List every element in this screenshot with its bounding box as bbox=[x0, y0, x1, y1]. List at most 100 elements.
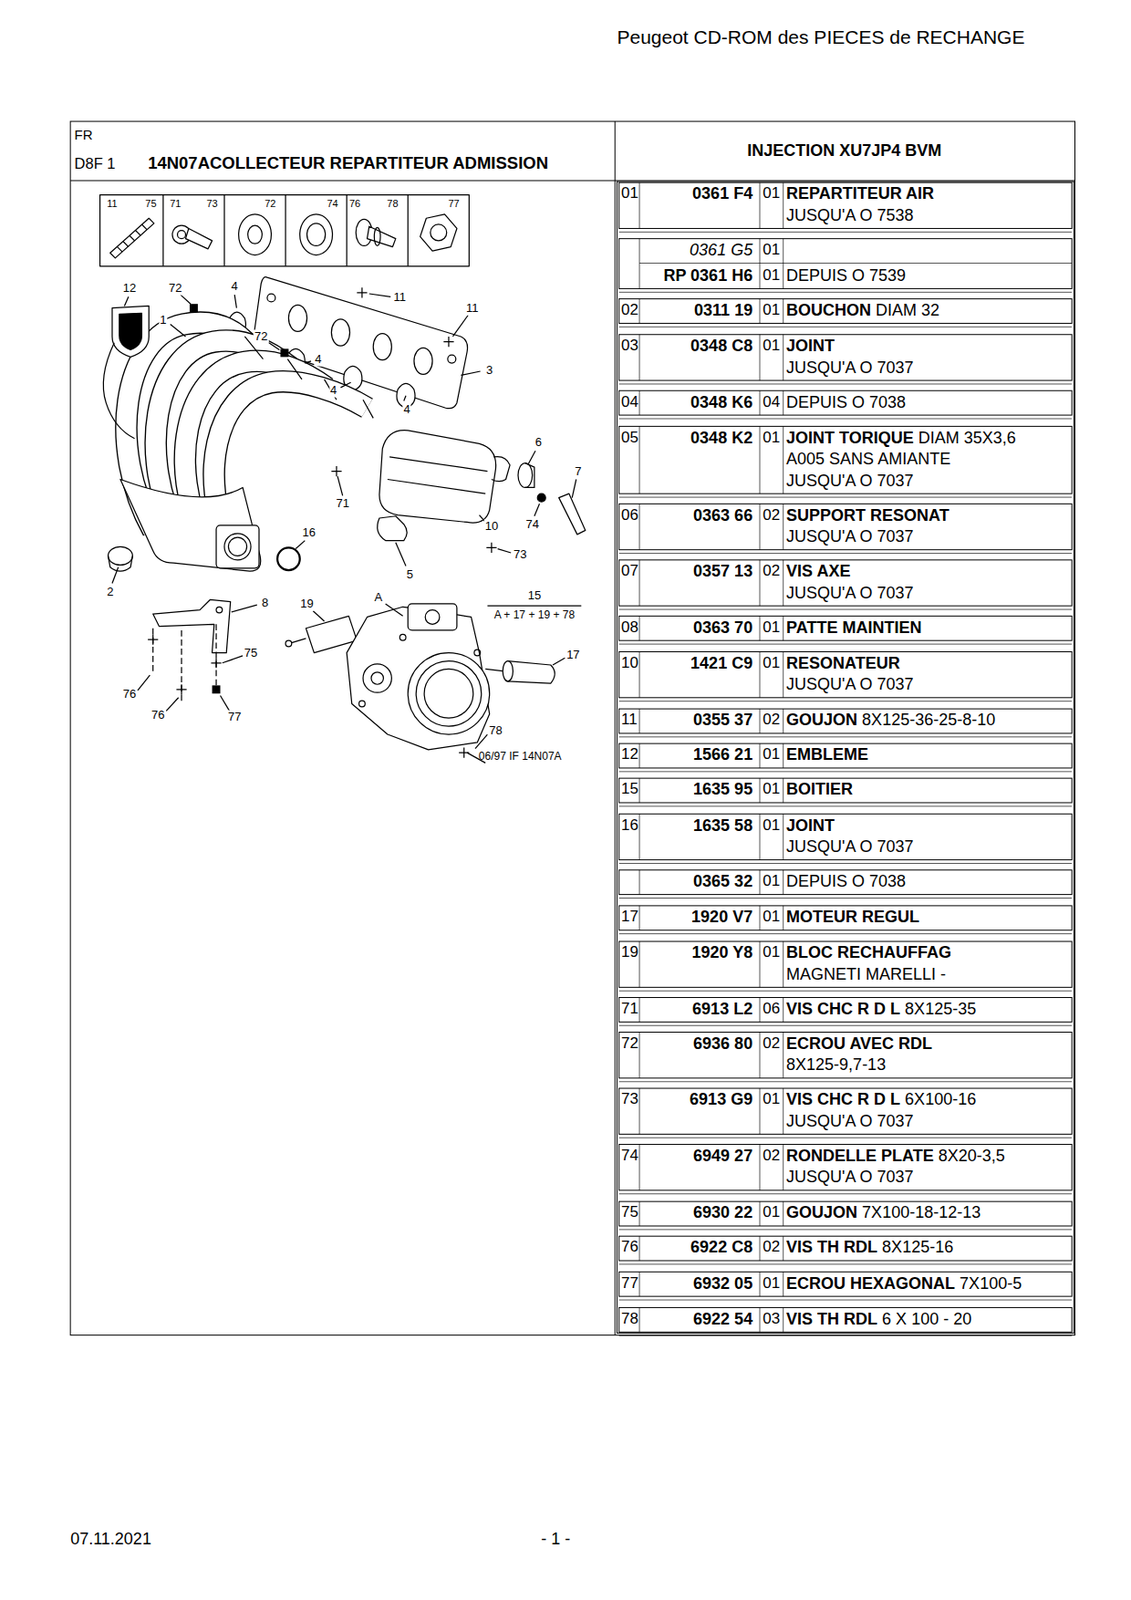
part-detail: 8X125-36-25-8-10 bbox=[861, 710, 996, 729]
part-detail: 8X20-3,5 bbox=[938, 1146, 1006, 1165]
table-row bbox=[619, 813, 1072, 863]
group-note: A + 17 + 19 + 78 bbox=[493, 609, 576, 623]
section-code: D8F 1 bbox=[74, 154, 116, 172]
callout-number: 4 bbox=[313, 352, 322, 366]
table-row bbox=[619, 334, 1072, 384]
part-name: BOUCHON bbox=[786, 300, 872, 320]
quantity: 02 bbox=[762, 709, 780, 730]
callout-number: 16 bbox=[301, 525, 317, 540]
quantity: 01 bbox=[762, 1273, 780, 1294]
part-number: 6932 05 bbox=[640, 1273, 753, 1294]
description-line: SUPPORT RESONAT bbox=[786, 505, 950, 526]
description-line: GOUJON8X125-36-25-8-10 bbox=[786, 709, 996, 730]
quantity: 02 bbox=[762, 1145, 780, 1166]
part-name: ECROU HEXAGONAL bbox=[786, 1274, 955, 1293]
table-row bbox=[619, 997, 1072, 1027]
table-row bbox=[619, 425, 1072, 498]
part-number: 0361 F4 bbox=[640, 183, 753, 204]
item-index: 76 bbox=[621, 1236, 639, 1257]
part-number: 0311 19 bbox=[640, 300, 753, 321]
part-name: VIS AXE bbox=[786, 561, 851, 581]
table-row bbox=[619, 1307, 1072, 1336]
table-row bbox=[619, 1235, 1072, 1265]
quantity: 03 bbox=[762, 1308, 780, 1329]
language-code: FR bbox=[74, 126, 94, 143]
description-line: JUSQU'A O 7037 bbox=[786, 582, 914, 603]
part-name: VIS CHC R D L bbox=[786, 1089, 901, 1109]
part-number: RP 0361 H6 bbox=[640, 265, 753, 286]
page-header: Peugeot CD-ROM des PIECES de RECHANGE bbox=[616, 26, 1025, 49]
item-index: 03 bbox=[621, 335, 639, 356]
callout-number: 7 bbox=[573, 464, 582, 478]
part-name: VIS CHC R D L bbox=[786, 999, 901, 1018]
item-index: 10 bbox=[621, 653, 639, 674]
part-detail: DIAM 35X3,6 bbox=[918, 428, 1017, 447]
table-row bbox=[619, 1088, 1072, 1138]
table-row bbox=[619, 1271, 1072, 1300]
description-line: JUSQU'A O 7037 bbox=[786, 836, 914, 857]
part-name: RESONATEUR bbox=[786, 653, 901, 673]
part-number: 6913 G9 bbox=[640, 1089, 753, 1110]
quantity: 02 bbox=[762, 505, 780, 526]
subrow-divider bbox=[639, 262, 1072, 264]
item-index: 16 bbox=[621, 815, 639, 836]
item-index: 04 bbox=[621, 392, 639, 413]
quantity: 01 bbox=[762, 1202, 780, 1223]
description-line: JUSQU'A O 7037 bbox=[786, 674, 914, 695]
callout-number: A bbox=[373, 591, 384, 605]
part-name: ECROU AVEC RDL bbox=[786, 1034, 933, 1053]
part-detail: 6 X 100 - 20 bbox=[881, 1309, 972, 1329]
description-line: RESONATEUR bbox=[786, 653, 901, 674]
callout-number: 8 bbox=[260, 595, 270, 610]
callout-number: 74 bbox=[325, 197, 339, 209]
table-row bbox=[619, 708, 1072, 737]
part-name: GOUJON bbox=[786, 1203, 858, 1222]
callout-number: 76 bbox=[150, 707, 166, 722]
part-detail: JUSQU'A O 7037 bbox=[786, 358, 914, 377]
part-number: 1635 58 bbox=[640, 815, 753, 836]
part-detail: JUSQU'A O 7037 bbox=[786, 674, 914, 694]
part-name: JOINT TORIQUE bbox=[786, 428, 914, 447]
quantity: 01 bbox=[762, 906, 780, 927]
part-detail: JUSQU'A O 7538 bbox=[786, 206, 914, 225]
item-index: 07 bbox=[621, 560, 639, 582]
item-index: 06 bbox=[621, 505, 639, 526]
description-line: DEPUIS O 7038 bbox=[786, 392, 906, 413]
part-number: 0348 K6 bbox=[640, 392, 753, 413]
table-row bbox=[619, 182, 1072, 232]
part-number: 6930 22 bbox=[640, 1202, 753, 1223]
item-index: 12 bbox=[621, 744, 639, 765]
callout-number: 1 bbox=[158, 313, 167, 328]
part-name: JOINT bbox=[786, 336, 835, 355]
quantity: 01 bbox=[762, 265, 780, 286]
callout-number: 78 bbox=[385, 197, 399, 209]
quantity: 01 bbox=[762, 300, 780, 321]
item-index: 15 bbox=[621, 778, 639, 799]
table-row bbox=[619, 743, 1072, 772]
description-line: DEPUIS O 7038 bbox=[786, 871, 906, 892]
part-detail: 7X100-5 bbox=[959, 1274, 1022, 1293]
callout-number: 5 bbox=[405, 567, 415, 582]
quantity: 06 bbox=[762, 998, 780, 1019]
print-date: 07.11.2021 bbox=[70, 1529, 152, 1549]
item-index: 02 bbox=[621, 300, 639, 321]
callout-number: 72 bbox=[253, 330, 269, 344]
quantity: 02 bbox=[762, 1033, 780, 1054]
description-line: MOTEUR REGUL bbox=[786, 906, 920, 927]
part-detail: 6X100-16 bbox=[904, 1089, 976, 1109]
description-line: BOUCHONDIAM 32 bbox=[786, 300, 940, 321]
item-index: 72 bbox=[621, 1033, 639, 1054]
part-name: MOTEUR REGUL bbox=[786, 907, 920, 926]
description-line: REPARTITEUR AIR bbox=[786, 183, 934, 204]
description-line: RONDELLE PLATE8X20-3,5 bbox=[786, 1145, 1006, 1166]
item-index: 11 bbox=[621, 709, 638, 730]
quantity: 01 bbox=[762, 778, 780, 799]
quantity: 01 bbox=[762, 653, 780, 674]
table-row bbox=[619, 503, 1072, 553]
quantity: 01 bbox=[762, 183, 780, 204]
table-row bbox=[619, 615, 1072, 644]
quantity: 01 bbox=[762, 617, 780, 638]
quantity: 04 bbox=[762, 392, 780, 413]
